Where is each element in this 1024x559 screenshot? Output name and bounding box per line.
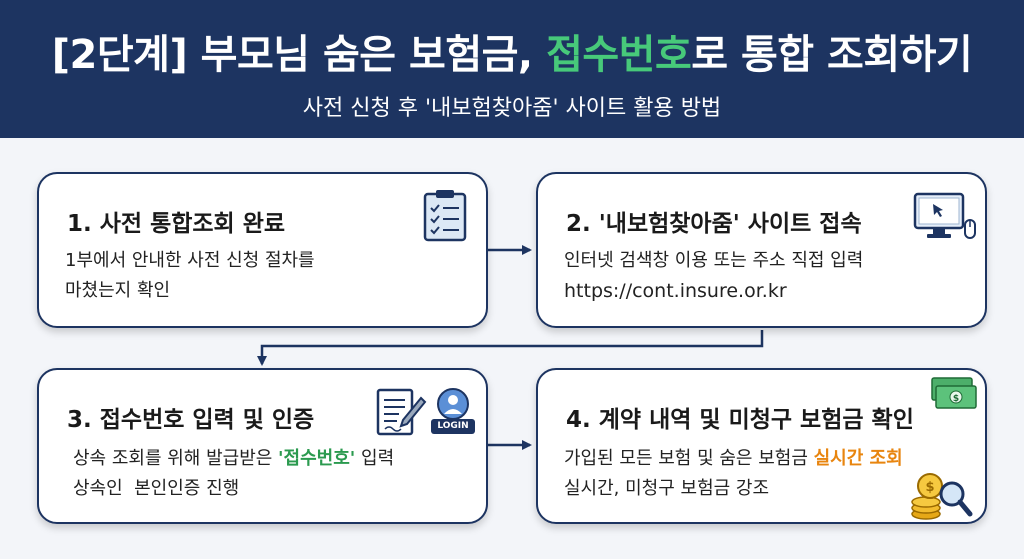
step-4-line-1-prefix: 가입된 모든 보험 및 숨은 보험금 [564, 448, 814, 469]
login-label: LOGIN [431, 419, 475, 434]
step-1-line-2: 마쳤는지 확인 [65, 280, 171, 301]
step-3-title: 3. 접수번호 입력 및 인증 [67, 407, 315, 433]
step-4-line-1: 가입된 모든 보험 및 숨은 보험금 실시간 조회 [564, 444, 903, 474]
step-4-text: 가입된 모든 보험 및 숨은 보험금 실시간 조회 실시간, 미청구 보험금 강… [564, 444, 903, 504]
document-pen-icon [376, 388, 427, 436]
arrow-step2-to-step3 [257, 330, 764, 366]
title-highlight: 접수번호 [546, 32, 692, 78]
step-3-line-1: 상속 조회를 위해 발급받은 '접수번호' 입력 [73, 444, 394, 474]
computer-monitor-icon [913, 192, 976, 239]
step-1-title: 1. 사전 통합조회 완료 [67, 211, 286, 237]
title-prefix: [2단계] 부모님 숨은 보험금, [51, 32, 547, 78]
coins-magnifier-icon: $ [911, 473, 973, 520]
clipboard-checklist-icon [423, 190, 467, 242]
money-bills-icon: $ [931, 377, 977, 409]
svg-text:$: $ [925, 480, 934, 495]
step-3-line-1-suffix: 입력 [355, 448, 395, 469]
step-1-line-1: 1부에서 안내한 사전 신청 절차를 [65, 250, 315, 271]
step-1-text: 1부에서 안내한 사전 신청 절차를 마쳤는지 확인 [65, 246, 315, 306]
step-2-title: 2. '내보험찾아줌' 사이트 접속 [566, 211, 862, 237]
header-banner: [2단계] 부모님 숨은 보험금, 접수번호로 통합 조회하기 사전 신청 후 … [0, 0, 1024, 138]
step-3-line-1-prefix: 상속 조회를 위해 발급받은 [73, 448, 279, 469]
step-2-url: https://cont.insure.or.kr [564, 280, 787, 302]
step-4-highlight: 실시간 조회 [813, 448, 903, 469]
user-avatar-icon [437, 388, 469, 420]
step-3-highlight: '접수번호' [278, 448, 356, 469]
step-card-1: 1. 사전 통합조회 완료 1부에서 안내한 사전 신청 절차를 마쳤는지 확인 [37, 172, 488, 328]
step-3-text: 상속 조회를 위해 발급받은 '접수번호' 입력 상속인 본인인증 진행 [73, 444, 394, 504]
step-2-line-1: 인터넷 검색창 이용 또는 주소 직접 입력 [564, 250, 864, 271]
step-2-text: 인터넷 검색창 이용 또는 주소 직접 입력 https://cont.insu… [564, 246, 863, 306]
step-card-3: 3. 접수번호 입력 및 인증 상속 조회를 위해 발급받은 '접수번호' 입력… [37, 368, 488, 524]
step-4-line-2: 실시간, 미청구 보험금 강조 [564, 478, 770, 499]
step-card-4: 4. 계약 내역 및 미청구 보험금 확인 가입된 모든 보험 및 숨은 보험금… [536, 368, 987, 524]
page-subtitle: 사전 신청 후 '내보험찾아줌' 사이트 활용 방법 [302, 96, 722, 121]
svg-text:$: $ [953, 394, 959, 404]
login-badge: LOGIN [431, 388, 475, 436]
step-4-title: 4. 계약 내역 및 미청구 보험금 확인 [566, 407, 914, 433]
page-title: [2단계] 부모님 숨은 보험금, 접수번호로 통합 조회하기 [0, 22, 1024, 80]
step-card-2: 2. '내보험찾아줌' 사이트 접속 인터넷 검색창 이용 또는 주소 직접 입… [536, 172, 987, 328]
step-3-line-2: 상속인 본인인증 진행 [73, 478, 240, 499]
title-suffix: 로 통합 조회하기 [691, 32, 973, 78]
